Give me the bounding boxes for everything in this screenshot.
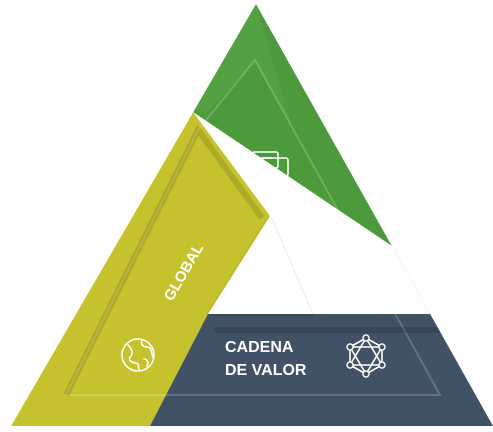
pais-label: PAÍS <box>295 208 327 246</box>
globe-icon <box>121 338 155 372</box>
cadena-label-line1: CADENA <box>225 339 294 356</box>
cadena-segment <box>150 314 493 426</box>
global-segment <box>11 112 270 426</box>
cadena-label-line2: DE VALOR <box>225 362 307 379</box>
flag-document-icon <box>251 151 289 187</box>
pais-segment <box>193 4 493 426</box>
center-hole <box>208 216 312 314</box>
network-hexagon-icon <box>346 334 386 378</box>
